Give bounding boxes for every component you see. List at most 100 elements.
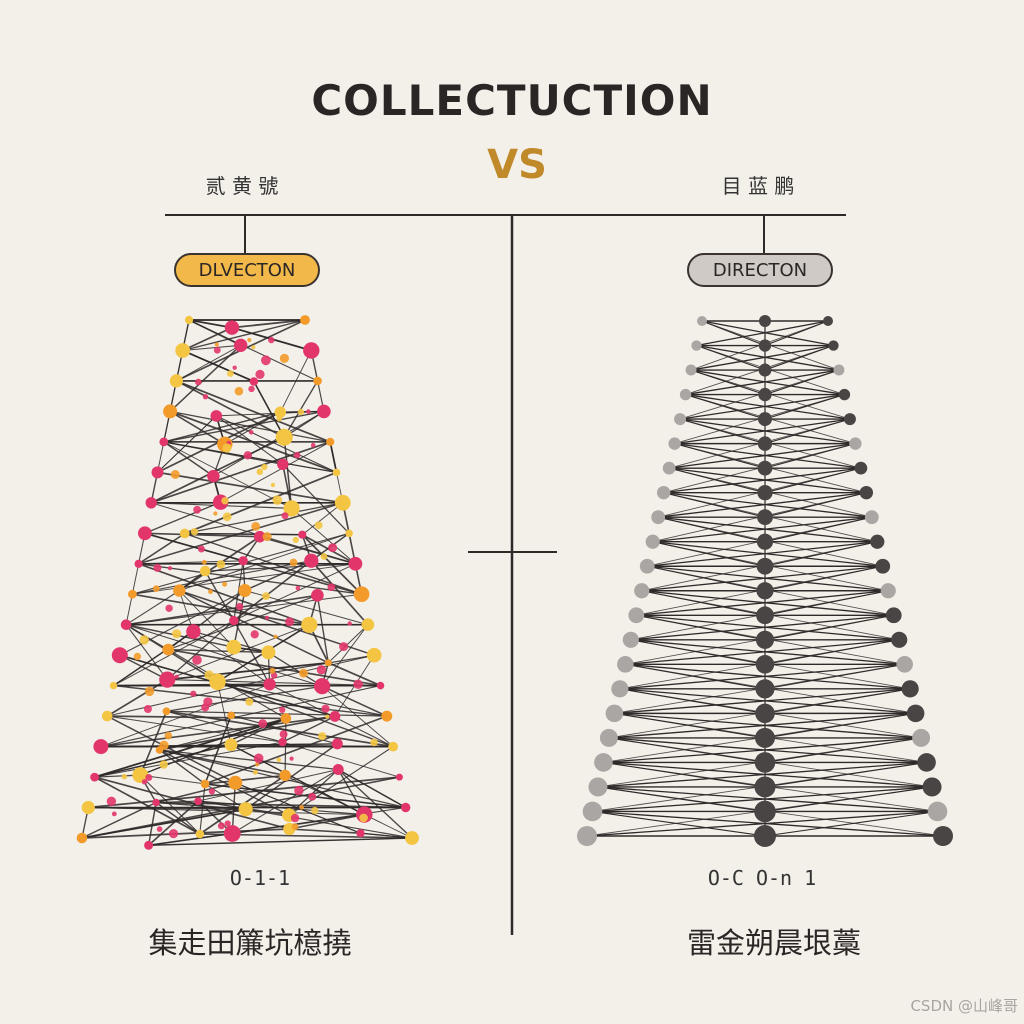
network-link [166,710,283,743]
network-link [245,808,413,839]
network-dot [291,823,299,831]
network-dot [208,788,215,795]
network-link [168,648,269,654]
network-dot [327,583,336,591]
network-link [233,560,312,622]
lattice-diagonal [592,810,766,837]
lattice-node-right [838,388,851,401]
left-network-tree [76,315,419,850]
lattice-node-center [755,727,775,748]
network-node [253,530,266,543]
network-link [168,648,381,687]
network-node [329,711,341,722]
lattice-cross [625,639,900,665]
network-link [184,532,303,536]
lattice-node-right [828,340,839,351]
network-node [331,738,343,750]
network-node [162,643,175,656]
network-dot [279,353,289,363]
network-link [125,594,318,626]
lattice-cross [696,320,829,347]
network-link [197,769,339,802]
lattice-node-right [864,510,879,525]
network-link [81,801,157,839]
right-side-label: 目 蓝 鹏 [721,174,795,198]
lattice-node-right [859,485,874,500]
network-dot [262,592,270,600]
network-dot [328,543,338,553]
lattice-node-right [906,704,925,723]
network-dot [308,792,317,801]
network-node [81,800,95,815]
network-dot [153,563,162,572]
lattice-cross [690,344,834,371]
network-node [249,377,259,386]
lattice-node-right [870,534,885,549]
network-link [94,717,287,778]
network-link [163,441,283,465]
network-link [316,595,329,663]
network-dot [268,336,275,344]
lattice-node-center [756,582,774,600]
lattice-node-left [588,777,608,797]
network-dot [164,731,173,740]
network-dot [256,468,264,476]
network-node [301,616,318,634]
network-dot [201,703,210,712]
network-link [321,685,394,747]
network-link [220,441,331,503]
lattice-node-left [639,558,655,574]
network-link [163,441,214,477]
lattice-cross [641,565,883,592]
watermark: CSDN @山峰哥 [910,997,1018,1015]
lattice-cross [669,467,867,494]
lattice-node-right [849,437,862,450]
lattice-node-left [605,704,624,723]
lattice-cross [680,418,856,445]
network-node [376,681,385,690]
network-dot [217,822,225,830]
network-node [345,529,353,538]
network-link [94,776,201,835]
network-link [289,828,361,834]
network-node [163,404,178,419]
network-dot [232,365,237,370]
network-dot [197,545,205,553]
network-link [310,560,369,626]
network-link [81,828,290,839]
lattice-cross [674,418,850,445]
network-dot [347,621,352,626]
lattice-cross [669,442,856,469]
network-dot [221,497,229,505]
network-link [233,590,246,648]
lattice-cross [614,688,911,715]
lattice-node-left [634,583,650,599]
lattice-node-center [754,752,776,773]
lattice-node-center [755,679,775,699]
network-node [366,647,382,663]
network-node [226,639,242,655]
network-node [227,711,236,720]
network-dot [204,670,214,680]
network-dot [270,672,278,679]
right-direction-pill: DIRECTON [687,253,833,287]
lattice-node-center [758,412,772,427]
network-dot [339,642,349,652]
network-dot [272,495,283,505]
network-dot [144,686,155,697]
network-node [229,615,239,626]
lattice-cross [690,369,845,396]
lattice-node-left [668,437,681,450]
network-dot [295,585,301,591]
lattice-cross [597,761,927,788]
network-link [159,749,286,777]
network-node [332,468,341,477]
network-dot [255,762,260,767]
network-dot [152,585,160,592]
lattice-cross [586,810,938,837]
network-dot [245,698,254,706]
lattice-node-left [674,413,687,426]
network-dot [213,511,218,516]
network-dot [261,463,268,471]
network-link [159,749,339,771]
